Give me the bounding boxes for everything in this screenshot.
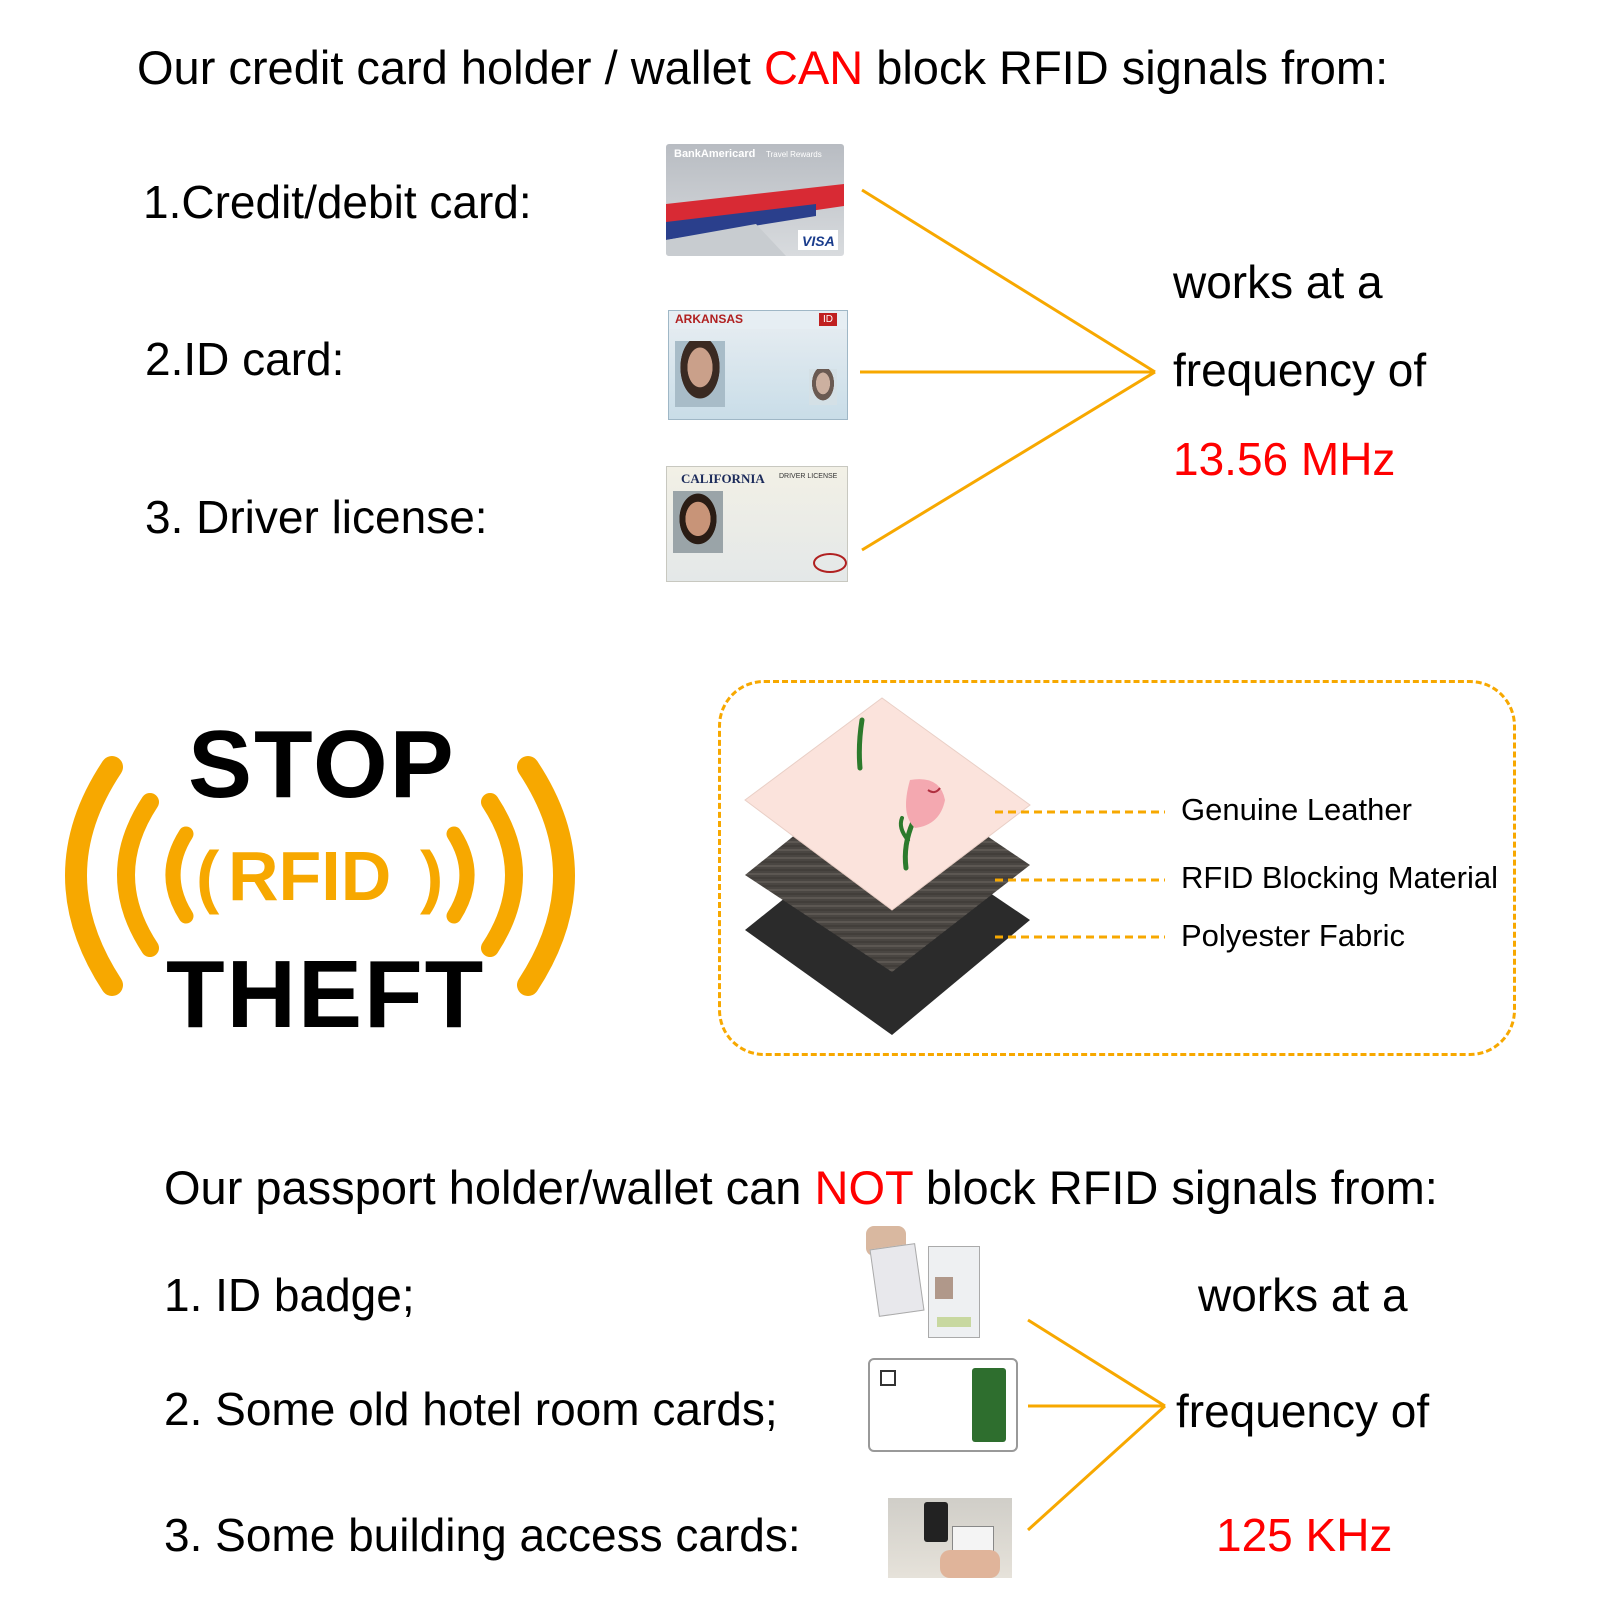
- layer-label-polyester: Polyester Fabric: [1181, 918, 1405, 953]
- access-hand: [940, 1550, 1000, 1578]
- id-card-state: ARKANSAS: [675, 312, 744, 326]
- bottom-item-access-cards: 3. Some building access cards:: [164, 1509, 801, 1561]
- id-card-photo: [675, 341, 725, 407]
- bottom-freq-line2: frequency of: [1176, 1385, 1430, 1437]
- bottom-heading: Our passport holder/wallet can NOT block…: [164, 1160, 1438, 1215]
- hotel-card-logo: [972, 1368, 1006, 1442]
- top-freq-value: 13.56 MHz: [1173, 433, 1396, 485]
- bottom-item-id-badge: 1. ID badge;: [164, 1269, 415, 1321]
- license-card-photo: [673, 491, 723, 553]
- id-card-badge: ID: [819, 313, 837, 326]
- bottom-heading-before: Our passport holder/wallet can: [164, 1161, 815, 1214]
- bottom-freq-line1: works at a: [1198, 1269, 1408, 1321]
- logo-rfid: RFID: [228, 837, 392, 915]
- id-card-header: [669, 311, 847, 329]
- logo-right-paren-icon: ): [420, 837, 444, 915]
- id-card-ghost-photo: [809, 369, 837, 405]
- id-card-image: ARKANSAS ID: [668, 310, 848, 420]
- badge-holder-right: [928, 1246, 980, 1338]
- bottom-heading-emphasis: NOT: [814, 1161, 913, 1214]
- badge-holder-left: [869, 1243, 925, 1317]
- logo-left-paren-icon: (: [196, 837, 220, 915]
- layers-panel: [718, 680, 1516, 1056]
- bottom-item-hotel-cards: 2. Some old hotel room cards;: [164, 1383, 778, 1435]
- layer-label-blocking: RFID Blocking Material: [1181, 860, 1498, 895]
- logo-theft: THEFT: [166, 941, 486, 1048]
- license-card-image: CALIFORNIA DRIVER LICENSE: [666, 466, 848, 582]
- top-heading-before: Our credit card holder / wallet: [137, 41, 764, 94]
- logo-stop: STOP: [188, 711, 456, 818]
- top-freq-line2: frequency of: [1173, 344, 1427, 396]
- bottom-heading-after: block RFID signals from:: [912, 1161, 1438, 1214]
- hotel-card-arrow-icon: [880, 1370, 896, 1386]
- access-reader: [924, 1502, 948, 1542]
- id-badge-image: [866, 1226, 986, 1342]
- top-item-credit-card: 1.Credit/debit card:: [143, 176, 532, 228]
- top-item-id-card: 2.ID card:: [145, 333, 345, 385]
- license-card-state: CALIFORNIA: [681, 471, 765, 486]
- credit-card-sub: Travel Rewards: [766, 150, 822, 159]
- license-card-seal: [813, 553, 847, 573]
- credit-card-image: BankAmericard Travel Rewards VISA: [666, 144, 844, 256]
- top-freq-line1: works at a: [1173, 256, 1383, 308]
- access-card-image: [888, 1498, 1012, 1578]
- layer-label-leather: Genuine Leather: [1181, 792, 1412, 827]
- credit-card-brand: BankAmericard: [674, 148, 756, 160]
- top-heading-after: block RFID signals from:: [863, 41, 1389, 94]
- hotel-card-image: [868, 1358, 1018, 1452]
- bottom-freq-value: 125 KHz: [1216, 1509, 1393, 1561]
- top-heading: Our credit card holder / wallet CAN bloc…: [137, 40, 1388, 95]
- top-item-driver-license: 3. Driver license:: [145, 491, 488, 543]
- license-card-type: DRIVER LICENSE: [779, 473, 838, 480]
- credit-card-graphic: [666, 184, 844, 256]
- credit-card-network: VISA: [802, 233, 835, 249]
- top-heading-emphasis: CAN: [763, 41, 864, 94]
